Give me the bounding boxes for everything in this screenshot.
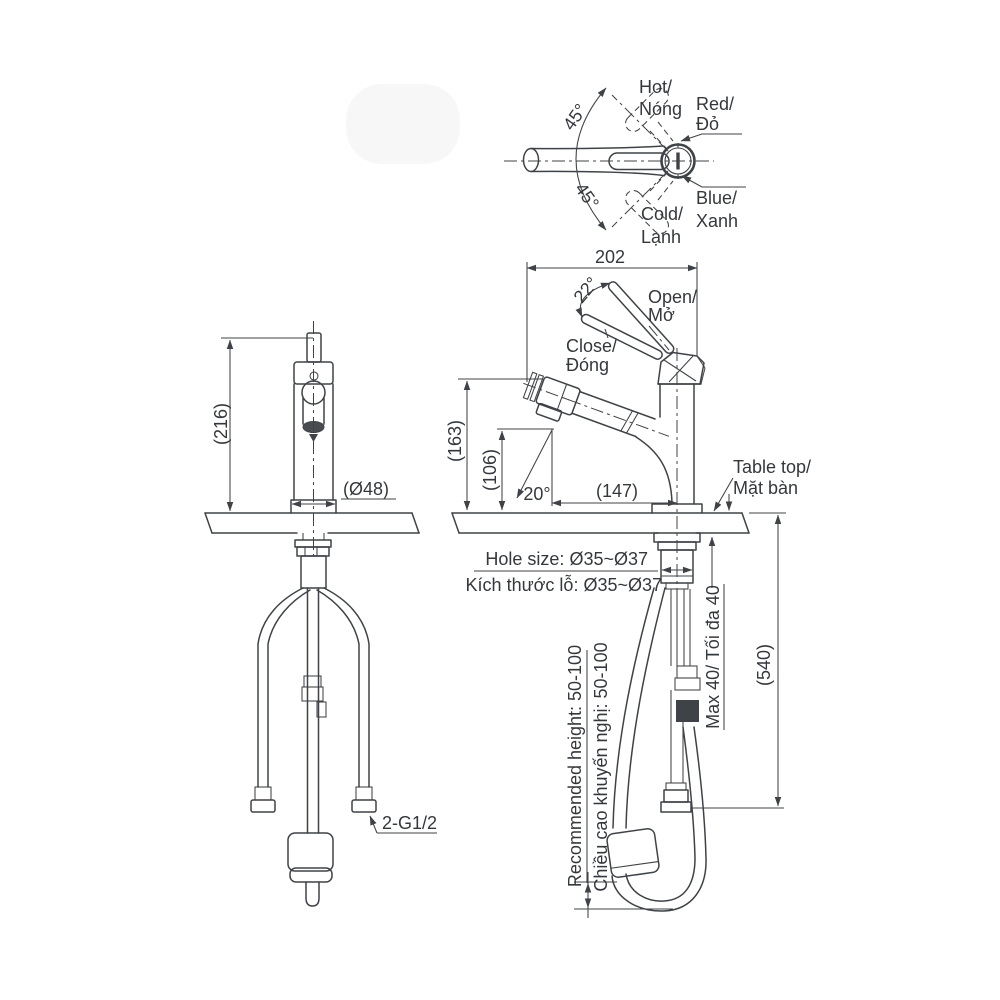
dim-reach-147: (147) [596,481,638,501]
dim-width-202: 202 [595,247,625,267]
tabletop-label-vi: Mặt bàn [733,478,798,498]
hot-label-vi: Nóng [639,99,682,119]
hot-label-en: Hot/ [639,77,672,97]
hole-size-label-en: Hole size: Ø35~Ø37 [485,549,648,569]
top-view-handle-rotation: Hot/ Nóng Red/ Đỏ Blue/ Xanh Cold/ Lạnh … [504,77,746,247]
angle-45-lower: 45° [571,179,603,213]
open-label-vi: Mở [648,305,675,325]
recommended-height-en: Recommended height: 50-100 [565,645,585,887]
hose-weight-front [287,832,334,872]
open-label-en: Open/ [648,287,697,307]
angle-22: 22° [570,273,603,307]
hose-weight-side [606,828,660,878]
close-label-en: Close/ [566,336,617,356]
cold-label-vi: Lạnh [641,227,681,247]
dim-under-counter-540: (540) [754,644,774,686]
dim-height-216: (216) [211,403,231,445]
pullout-spray-head [522,371,670,438]
watermark-blob [346,84,460,164]
blue-label-vi: Xanh [696,211,738,231]
dim-height-163: (163) [445,420,465,462]
angle-45-upper: 45° [559,100,591,134]
red-label-en: Red/ [696,94,734,114]
side-view-faucet: 202 22° [445,247,811,918]
front-view-faucet: (216) (Ø48) [204,321,437,907]
hole-size-label-vi: Kích thước lỗ: Ø35~Ø37 [466,574,662,595]
max-counter-thickness: Max 40/ Tối đa 40 [703,585,723,729]
recommended-height-vi: Chiều cao khuyến nghị: 50-100 [591,642,611,891]
close-label-vi: Đóng [566,355,609,375]
tabletop-label-en: Table top/ [733,457,811,477]
dim-height-106: (106) [480,449,500,491]
red-label-vi: Đỏ [696,114,719,134]
dim-base-diameter: (Ø48) [343,479,389,499]
angle-20: 20° [523,484,550,504]
rotation-arc [575,87,607,231]
cold-label-en: Cold/ [641,204,683,224]
blue-label-en: Blue/ [696,188,737,208]
supply-thread-label: 2-G1/2 [382,813,437,833]
